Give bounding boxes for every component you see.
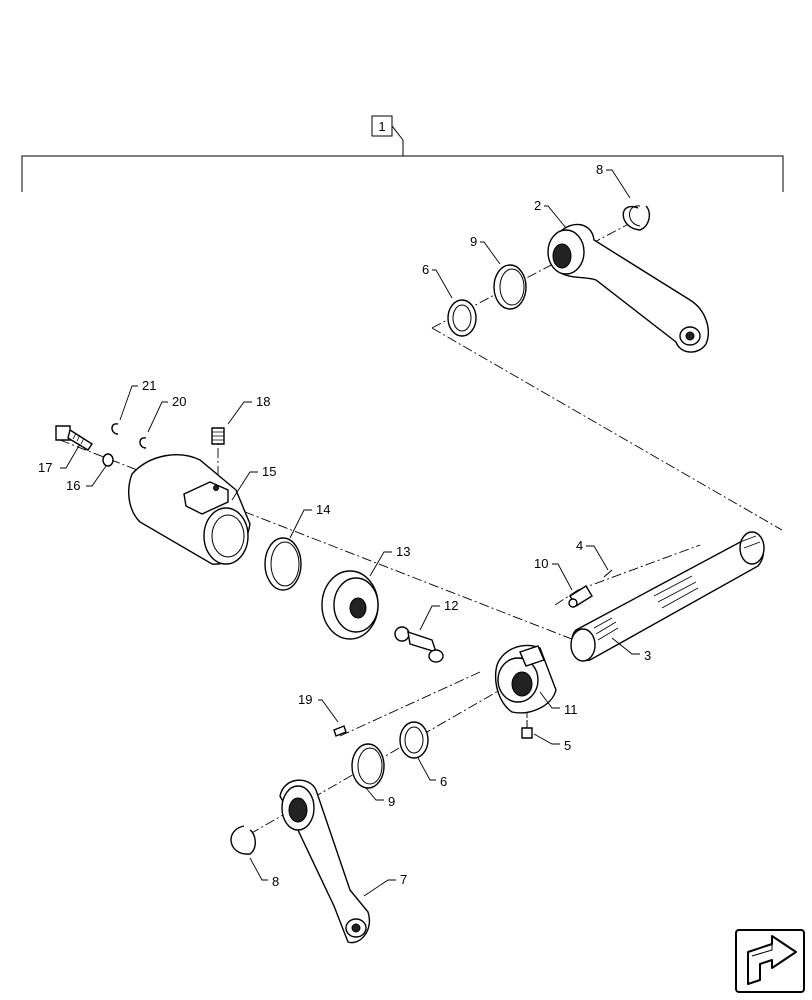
callout-14: 14 xyxy=(316,502,330,517)
callout-18: 18 xyxy=(256,394,270,409)
bushing-upper xyxy=(447,299,477,337)
snap-ring-lower xyxy=(230,825,256,855)
callout-20: 20 xyxy=(172,394,186,409)
callout-17: 17 xyxy=(38,460,52,475)
splined-shaft xyxy=(570,531,765,662)
hub-clamp-part xyxy=(494,644,557,714)
cap-bolt-part xyxy=(55,425,93,451)
callout-8-lower: 8 xyxy=(272,874,279,889)
callouts: 8 2 9 6 4 10 3 11 5 12 13 14 15 18 20 21… xyxy=(38,162,651,889)
lower-arm-part xyxy=(279,779,371,944)
next-page-arrow-icon[interactable] xyxy=(735,929,805,993)
washer-lower xyxy=(351,743,385,789)
callout-10: 10 xyxy=(534,556,548,571)
callout-12: 12 xyxy=(444,598,458,613)
ball-stud-part xyxy=(394,626,444,663)
roller-part xyxy=(321,570,379,640)
bushing-lower xyxy=(399,721,429,759)
callout-3: 3 xyxy=(644,648,651,663)
assembly-label: 1 xyxy=(378,119,385,134)
snap-ring-upper xyxy=(622,205,651,231)
callout-6-upper: 6 xyxy=(422,262,429,277)
retaining-ring-21 xyxy=(111,423,119,435)
callout-2: 2 xyxy=(534,198,541,213)
retaining-ring-20 xyxy=(139,437,147,449)
callout-21: 21 xyxy=(142,378,156,393)
callout-4: 4 xyxy=(576,538,583,553)
callout-6-lower: 6 xyxy=(440,774,447,789)
callout-5: 5 xyxy=(564,738,571,753)
upper-arm-part xyxy=(547,223,709,353)
callout-9-upper: 9 xyxy=(470,234,477,249)
callout-19: 19 xyxy=(298,692,312,707)
assembly-bracket: 1 xyxy=(21,115,784,192)
callout-8-upper: 8 xyxy=(596,162,603,177)
setscrew-part xyxy=(211,427,225,445)
callout-9-lower: 9 xyxy=(388,794,395,809)
callout-7: 7 xyxy=(400,872,407,887)
roll-pin-part xyxy=(603,569,613,578)
leader-lines xyxy=(60,169,640,897)
callout-15: 15 xyxy=(262,464,276,479)
cotter-pin-part xyxy=(333,725,347,737)
grease-fitting-part xyxy=(568,585,593,608)
hub-bolt-part xyxy=(521,720,533,739)
callout-11: 11 xyxy=(564,702,578,717)
o-ring-part xyxy=(264,537,302,591)
cylinder-housing-part xyxy=(128,454,251,565)
callout-16: 16 xyxy=(66,478,80,493)
callout-13: 13 xyxy=(396,544,410,559)
washer-upper xyxy=(493,264,527,310)
small-washer-16 xyxy=(102,453,114,467)
